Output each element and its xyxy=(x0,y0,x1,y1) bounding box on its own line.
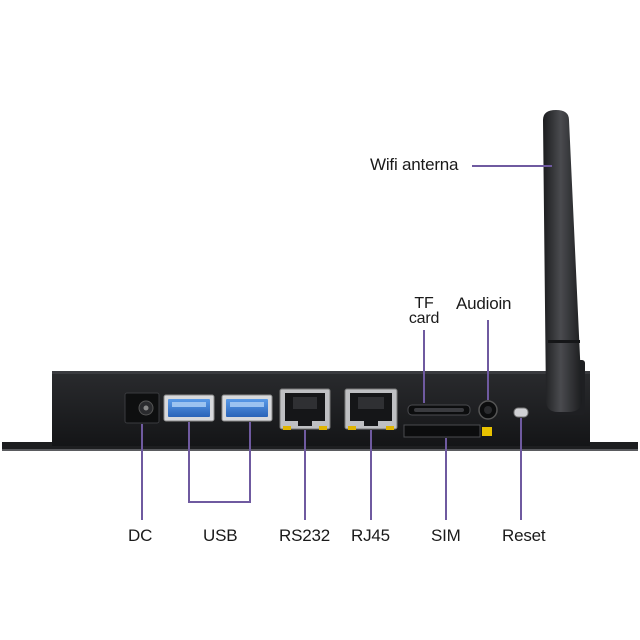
dc-jack xyxy=(124,392,160,424)
label-sim: SIM xyxy=(431,526,461,545)
usb-port-1 xyxy=(163,394,215,422)
sim-slot xyxy=(403,424,492,438)
label-audio-in: Audioin xyxy=(456,294,512,313)
label-tf-card: TF card xyxy=(408,295,440,327)
audio-jack xyxy=(478,400,498,420)
leader-lines xyxy=(141,165,552,520)
tf-card-slot xyxy=(407,404,471,416)
label-dc: DC xyxy=(128,526,153,545)
label-reset: Reset xyxy=(502,526,546,545)
label-rj45: RJ45 xyxy=(351,526,390,545)
wifi-antenna xyxy=(543,110,585,415)
usb-port-2 xyxy=(221,394,273,422)
label-rs232: RS232 xyxy=(279,526,330,545)
label-wifi-antenna: Wifi anterna xyxy=(370,155,459,174)
rs232-port xyxy=(279,388,331,430)
label-usb: USB xyxy=(203,526,238,545)
rj45-port xyxy=(344,388,398,430)
reset-button xyxy=(513,407,529,418)
